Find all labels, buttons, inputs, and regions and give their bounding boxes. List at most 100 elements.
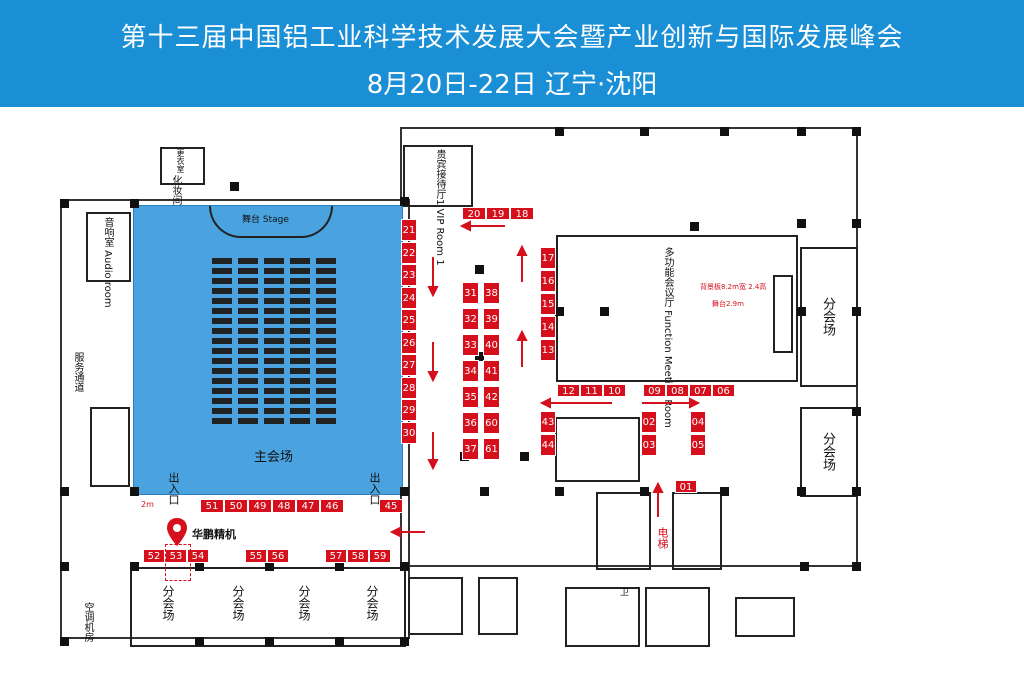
- booth-49[interactable]: 49: [248, 499, 272, 513]
- booth-50[interactable]: 50: [224, 499, 248, 513]
- booth-17[interactable]: 17: [540, 247, 556, 269]
- audio-room: [86, 212, 131, 282]
- booth-53[interactable]: 53: [165, 549, 187, 563]
- seat-block: [212, 418, 232, 424]
- booth-09[interactable]: 09: [643, 384, 666, 397]
- booth-02[interactable]: 02: [641, 411, 657, 433]
- booth-30[interactable]: 30: [401, 421, 417, 444]
- booth-25[interactable]: 25: [401, 309, 417, 331]
- vip-room-label: 贵宾接待厅1 VIP Room 1: [434, 149, 445, 266]
- booth-58[interactable]: 58: [347, 549, 369, 563]
- booth-04[interactable]: 04: [690, 411, 706, 433]
- booth-55[interactable]: 55: [245, 549, 267, 563]
- booth-52[interactable]: 52: [143, 549, 165, 563]
- seat-block: [290, 308, 310, 314]
- booth-08[interactable]: 08: [666, 384, 689, 397]
- stair-left: [90, 407, 130, 487]
- structural-column: [130, 199, 139, 208]
- booth-46[interactable]: 46: [320, 499, 344, 513]
- booth-11[interactable]: 11: [580, 384, 603, 397]
- seat-row: [212, 348, 336, 355]
- booth-24[interactable]: 24: [401, 286, 417, 309]
- booth-31[interactable]: 31: [462, 282, 479, 304]
- seat-block: [316, 358, 336, 364]
- structural-column: [335, 637, 344, 646]
- booth-57[interactable]: 57: [325, 549, 347, 563]
- booth-14[interactable]: 14: [540, 316, 556, 338]
- ac-room-label: 空调机房: [82, 602, 93, 642]
- booth-33[interactable]: 33: [462, 334, 479, 356]
- seat-row: [212, 258, 336, 265]
- structural-column: [475, 352, 484, 361]
- booth-07[interactable]: 07: [689, 384, 712, 397]
- seat-block: [290, 288, 310, 294]
- booth-05[interactable]: 05: [690, 434, 706, 456]
- booth-43[interactable]: 43: [540, 411, 556, 433]
- structural-column: [195, 637, 204, 646]
- seat-block: [264, 288, 284, 294]
- booth-44[interactable]: 44: [540, 434, 556, 456]
- seat-block: [212, 298, 232, 304]
- booth-36[interactable]: 36: [462, 412, 479, 434]
- booth-60[interactable]: 60: [483, 412, 500, 434]
- booth-13[interactable]: 13: [540, 339, 556, 361]
- seat-block: [212, 268, 232, 274]
- booth-39[interactable]: 39: [483, 308, 500, 330]
- elevator-lower: [478, 577, 518, 635]
- booth-61[interactable]: 61: [483, 438, 500, 460]
- booth-42[interactable]: 42: [483, 386, 500, 408]
- booth-03[interactable]: 03: [641, 434, 657, 456]
- main-hall-area: 舞台 Stage 主会场: [133, 205, 403, 495]
- booth-12[interactable]: 12: [557, 384, 580, 397]
- seat-block: [264, 408, 284, 414]
- structural-column: [852, 562, 861, 571]
- seat-row: [212, 318, 336, 325]
- seat-block: [290, 368, 310, 374]
- booth-47[interactable]: 47: [296, 499, 320, 513]
- booth-16[interactable]: 16: [540, 270, 556, 292]
- booth-45[interactable]: 45: [379, 499, 403, 513]
- seat-block: [238, 328, 258, 334]
- seat-block: [238, 348, 258, 354]
- booth-10[interactable]: 10: [603, 384, 626, 397]
- seat-block: [290, 298, 310, 304]
- booth-40[interactable]: 40: [483, 334, 500, 356]
- structural-column: [130, 562, 139, 571]
- seat-block: [238, 258, 258, 264]
- booth-26[interactable]: 26: [401, 331, 417, 354]
- booth-59[interactable]: 59: [369, 549, 391, 563]
- booth-41[interactable]: 41: [483, 360, 500, 382]
- seat-block: [290, 388, 310, 394]
- booth-22[interactable]: 22: [401, 241, 417, 264]
- structural-column: [852, 127, 861, 136]
- booth-28[interactable]: 28: [401, 376, 417, 399]
- booth-48[interactable]: 48: [272, 499, 296, 513]
- seat-block: [264, 328, 284, 334]
- booth-34[interactable]: 34: [462, 360, 479, 382]
- booth-51[interactable]: 51: [200, 499, 224, 513]
- booth-21[interactable]: 21: [401, 219, 417, 241]
- floor-plan: 舞台 Stage 主会场 音响室 Audio room 服务通道 化妆间 更衣室…: [0, 107, 1024, 674]
- booth-54[interactable]: 54: [187, 549, 209, 563]
- booth-15[interactable]: 15: [540, 293, 556, 315]
- booth-01[interactable]: 01: [675, 480, 697, 493]
- seat-block: [238, 338, 258, 344]
- booth-06[interactable]: 06: [712, 384, 735, 397]
- seat-block: [316, 378, 336, 384]
- seat-row: [212, 408, 336, 415]
- booth-38[interactable]: 38: [483, 282, 500, 304]
- booth-29[interactable]: 29: [401, 399, 417, 421]
- booth-18[interactable]: 18: [510, 207, 534, 220]
- seat-block: [238, 288, 258, 294]
- booth-20[interactable]: 20: [462, 207, 486, 220]
- booth-35[interactable]: 35: [462, 386, 479, 408]
- booth-19[interactable]: 19: [486, 207, 510, 220]
- booth-23[interactable]: 23: [401, 264, 417, 286]
- booth-56[interactable]: 56: [267, 549, 289, 563]
- booth-37[interactable]: 37: [462, 438, 479, 460]
- structural-column: [720, 127, 729, 136]
- booth-27[interactable]: 27: [401, 354, 417, 376]
- elevator-block-2: [672, 492, 722, 570]
- booth-32[interactable]: 32: [462, 308, 479, 330]
- sub-hall-label: 分会场: [297, 585, 311, 621]
